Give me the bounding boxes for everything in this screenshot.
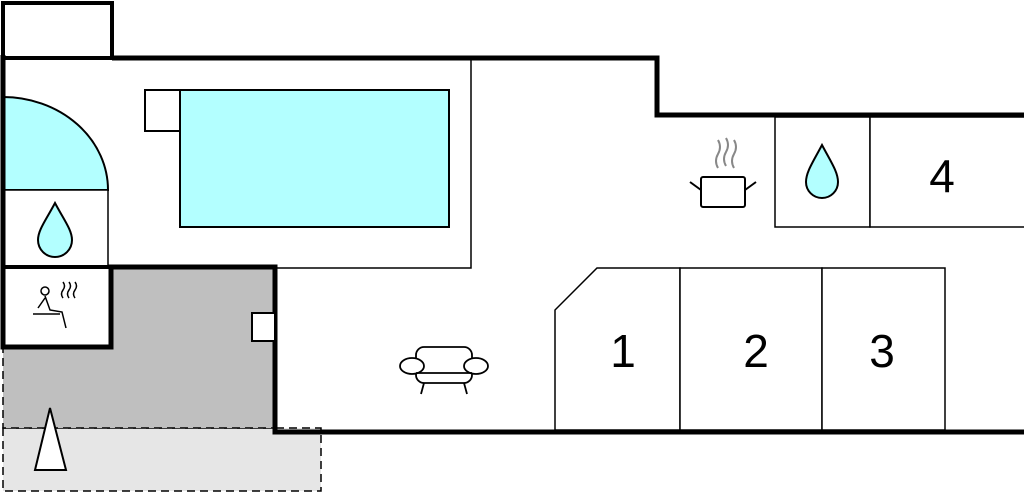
north-arrow-icon xyxy=(33,407,68,471)
bathroom-drop-icon xyxy=(804,142,840,199)
sofa-icon xyxy=(399,346,489,395)
kitchen-pot-icon xyxy=(689,137,757,208)
room-1-label: 1 xyxy=(610,325,636,377)
sauna-icon xyxy=(33,281,78,329)
room-2 xyxy=(679,267,823,431)
hot-tub-icon xyxy=(2,95,110,191)
outer-wall-top xyxy=(112,55,1024,118)
room-4-label: 4 xyxy=(929,150,955,202)
room-2-label: 2 xyxy=(743,325,769,377)
room-3 xyxy=(821,267,946,431)
pool-steps xyxy=(144,89,181,132)
room-1 xyxy=(554,267,681,431)
shower-drop-icon xyxy=(36,200,74,258)
chimney xyxy=(251,312,276,342)
storage-room xyxy=(1,1,114,60)
room-3-label: 3 xyxy=(869,325,895,377)
outer-wall xyxy=(0,55,1024,435)
room-4 xyxy=(869,116,1024,228)
pool-icon xyxy=(179,89,450,228)
sauna-room xyxy=(1,265,113,349)
